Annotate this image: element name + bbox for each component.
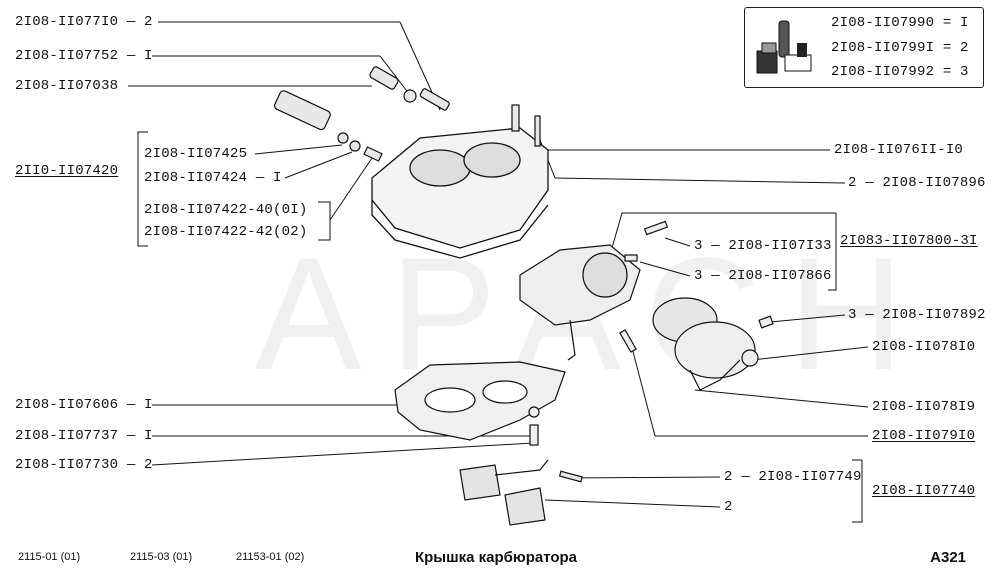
screw-icon bbox=[619, 220, 669, 353]
part-label: 2I08-II07606 — I bbox=[15, 397, 153, 413]
gasket-icon bbox=[394, 361, 566, 441]
part-label: 2 — 2I08-II07896 bbox=[848, 175, 986, 191]
part-label: 2I08-II079I0 bbox=[872, 428, 976, 444]
legend-row: 2I08-II07990 = I bbox=[831, 15, 969, 31]
model-label: 2115-03 (01) bbox=[130, 551, 193, 563]
part-label: 2I08-II078I0 bbox=[872, 339, 976, 355]
legend-row: 2I08-II07992 = 3 bbox=[831, 64, 969, 80]
part-label: 2I08-II07737 — I bbox=[15, 428, 153, 444]
part-label: 2I08-II07038 bbox=[15, 78, 119, 94]
legend-eq: = bbox=[942, 15, 952, 31]
needle-valve-icon bbox=[528, 406, 540, 446]
legend-code: 2I08-II07990 bbox=[831, 15, 935, 31]
starting-device-icon bbox=[519, 244, 641, 361]
legend-eq: = bbox=[942, 64, 952, 80]
part-label: 2I08-II077I0 — 2 bbox=[15, 14, 153, 30]
part-label: 2I08-II07425 bbox=[144, 146, 248, 162]
legend-row: 2I08-II0799I = 2 bbox=[831, 40, 969, 56]
bracket bbox=[318, 201, 331, 241]
model-label: 21153-01 (02) bbox=[236, 551, 305, 563]
leader-line bbox=[379, 55, 411, 96]
legend-eq: = bbox=[942, 40, 952, 56]
assembly-label: 2II0-II07420 bbox=[15, 163, 119, 179]
leader-line bbox=[254, 144, 343, 155]
part-label: 2I08-II07424 — I bbox=[144, 170, 282, 186]
legend-num: 2 bbox=[960, 40, 969, 56]
leader-line bbox=[639, 261, 691, 277]
page-code: A321 bbox=[930, 549, 966, 566]
leader-line bbox=[544, 499, 721, 508]
part-label: 2 bbox=[724, 499, 733, 515]
bracket bbox=[828, 213, 837, 291]
part-label: 3 — 2I08-II07892 bbox=[848, 307, 986, 323]
leader-line bbox=[151, 442, 534, 466]
legend-code: 2I08-II07992 bbox=[831, 64, 935, 80]
assembly-label: 2I08-II07740 bbox=[872, 483, 976, 499]
leader-line bbox=[554, 177, 846, 184]
model-label: 2115-01 (01) bbox=[18, 551, 81, 563]
page-title: Крышка карбюратора bbox=[414, 549, 578, 566]
legend-code: 2I08-II0799I bbox=[831, 40, 935, 56]
leader-line bbox=[664, 237, 691, 247]
leader-line bbox=[769, 314, 846, 323]
assembly-label: 2I083-II07800-3I bbox=[840, 233, 978, 249]
part-label: 2I08-II07422-42(02) bbox=[144, 224, 308, 240]
legend-num: I bbox=[960, 15, 969, 31]
leader-line bbox=[629, 339, 656, 437]
part-label: 3 — 2I08-II07I33 bbox=[694, 238, 832, 254]
solenoid-valve-icon bbox=[274, 90, 383, 162]
screw-icon bbox=[511, 104, 541, 147]
fitting-icon bbox=[369, 66, 450, 111]
bracket bbox=[137, 131, 148, 188]
leader-line bbox=[694, 389, 869, 408]
legend-num: 3 bbox=[960, 64, 969, 80]
carburetor-cover-icon bbox=[371, 127, 549, 259]
part-label: 2I08-II076II-I0 bbox=[834, 142, 964, 158]
part-label: 2 — 2I08-II07749 bbox=[724, 469, 862, 485]
bracket bbox=[852, 460, 863, 523]
part-label: 2I08-II07730 — 2 bbox=[15, 457, 153, 473]
part-label: 2I08-II07752 — I bbox=[15, 48, 153, 64]
part-label: 2I08-II078I9 bbox=[872, 399, 976, 415]
legend-box: 2I08-II07990 = I 2I08-II0799I = 2 2I08-I… bbox=[744, 7, 984, 88]
leader-line bbox=[751, 346, 869, 361]
leader-line bbox=[284, 151, 353, 179]
bracket bbox=[137, 188, 148, 247]
part-label: 3 — 2I08-II07866 bbox=[694, 268, 832, 284]
diaphragm-cover-icon bbox=[652, 297, 774, 391]
leader-line bbox=[569, 476, 721, 479]
tube-and-box-icon bbox=[756, 20, 812, 74]
leader-line bbox=[329, 157, 373, 221]
part-label: 2I08-II07422-40(0I) bbox=[144, 202, 308, 218]
float-icon bbox=[459, 459, 583, 526]
